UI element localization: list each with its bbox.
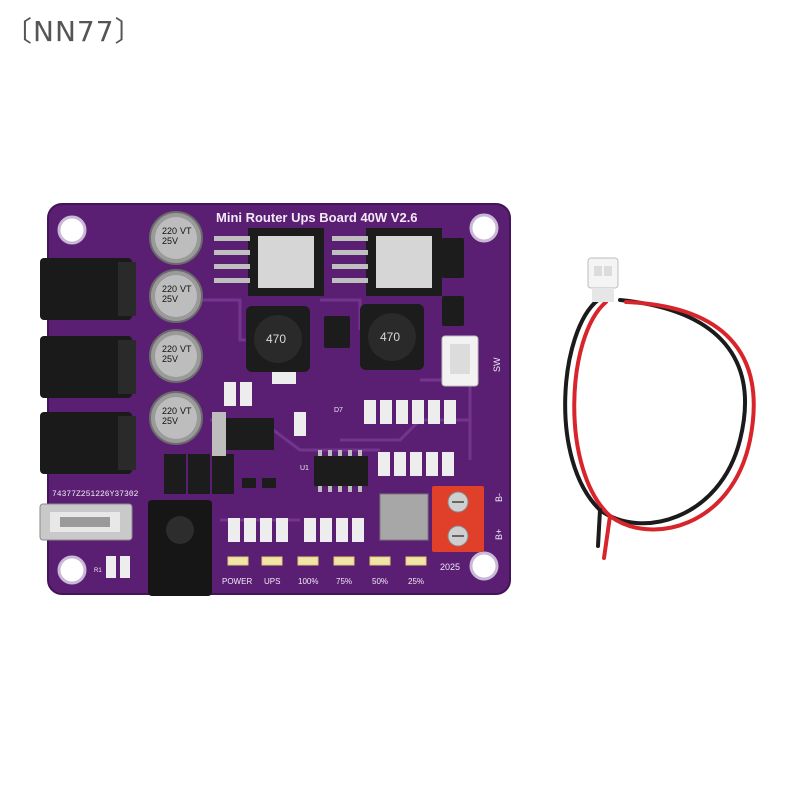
watermark-text: 〔NN77〕 bbox=[4, 15, 144, 48]
serial-number: 74377Z251226Y37302 bbox=[52, 490, 139, 499]
svg-text:220: 220 bbox=[162, 344, 177, 354]
resistor-array bbox=[106, 372, 456, 578]
svg-text:25V: 25V bbox=[162, 236, 178, 246]
diodes bbox=[164, 238, 464, 494]
wire-harness bbox=[563, 298, 756, 560]
usb-port bbox=[39, 503, 133, 541]
status-leds bbox=[227, 556, 427, 566]
svg-text:220: 220 bbox=[162, 406, 177, 416]
dc-jacks bbox=[40, 258, 212, 596]
svg-text:VT: VT bbox=[180, 344, 192, 354]
svg-text:25V: 25V bbox=[162, 354, 178, 364]
led-label-75: 75% bbox=[336, 577, 352, 586]
led-label-power: POWER bbox=[222, 577, 252, 586]
svg-text:470: 470 bbox=[266, 332, 286, 346]
svg-text:220: 220 bbox=[162, 284, 177, 294]
mounting-holes bbox=[57, 213, 499, 585]
led-label-ups: UPS bbox=[264, 577, 280, 586]
svg-text:VT: VT bbox=[180, 406, 192, 416]
sot-transistors bbox=[242, 478, 276, 488]
to252-transistor bbox=[212, 412, 274, 456]
inductors: 470 470 bbox=[246, 304, 424, 372]
led-label-100: 100% bbox=[298, 577, 318, 586]
designator-r1: R1 bbox=[94, 568, 102, 574]
terminal-label-positive: B+ bbox=[494, 529, 504, 540]
led-label-50: 50% bbox=[372, 577, 388, 586]
svg-text:VT: VT bbox=[180, 284, 192, 294]
designator-d7: D7 bbox=[334, 407, 343, 414]
metal-pad bbox=[379, 493, 429, 541]
soic-ic bbox=[314, 450, 368, 492]
svg-text:25V: 25V bbox=[162, 416, 178, 426]
capacitors bbox=[149, 211, 203, 445]
terminal-block bbox=[432, 486, 484, 552]
sw-label: SW bbox=[492, 357, 502, 372]
led-labels: POWER UPS 100% 75% 50% 25% bbox=[222, 577, 424, 586]
svg-text:25V: 25V bbox=[162, 294, 178, 304]
svg-text:220: 220 bbox=[162, 226, 177, 236]
capacitor-markings: 220 25V VT 220 25V VT 220 25V VT 220 25V… bbox=[162, 226, 192, 426]
board-title: Mini Router Ups Board 40W V2.6 bbox=[216, 210, 418, 225]
svg-text:470: 470 bbox=[380, 330, 400, 344]
jst-plug bbox=[587, 257, 619, 302]
regulator-ics bbox=[214, 228, 442, 296]
jst-connector bbox=[441, 335, 479, 387]
designator-u1: U1 bbox=[300, 465, 309, 472]
led-label-25: 25% bbox=[408, 577, 424, 586]
terminal-label-negative: B- bbox=[494, 493, 504, 502]
year-marking: 2025 bbox=[440, 562, 460, 572]
svg-text:VT: VT bbox=[180, 226, 192, 236]
